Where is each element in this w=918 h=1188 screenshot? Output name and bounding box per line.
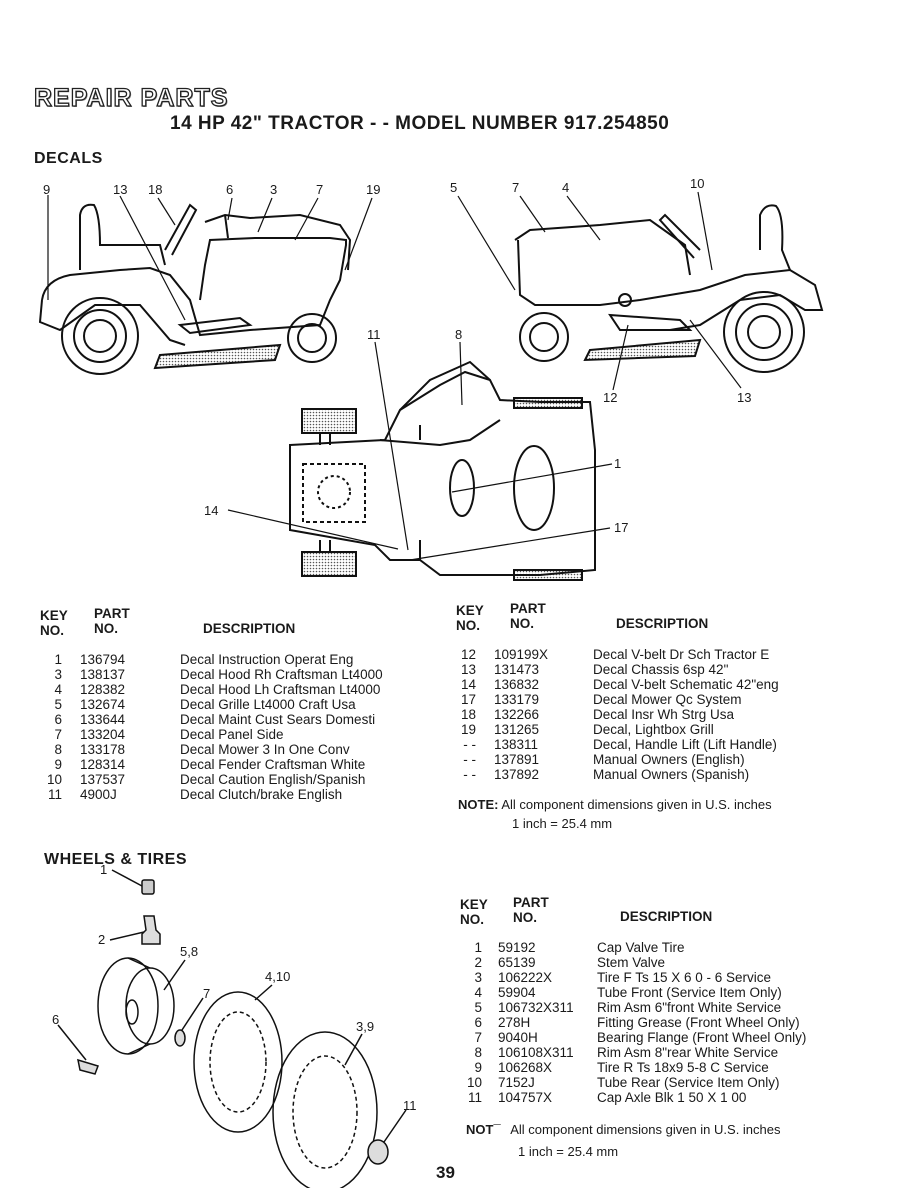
- callout-13: 13: [113, 182, 128, 197]
- tractor-left-view: [38, 203, 352, 375]
- note-label: NOT¯: [466, 1122, 501, 1137]
- decals-left-desc-header: DESCRIPTION: [203, 621, 296, 636]
- callout-3: 3: [270, 182, 278, 197]
- decals-heading: DECALS: [34, 150, 103, 167]
- tractor-right-view: [514, 204, 824, 373]
- callout-w5-8: 5,8: [180, 944, 199, 959]
- callout-10: 10: [690, 176, 705, 191]
- callout-w2: 2: [98, 932, 106, 947]
- note-text: All component dimensions given in U.S. i…: [510, 1122, 781, 1137]
- note-text: All component dimensions given in U.S. i…: [501, 797, 772, 812]
- callout-17: 17: [614, 520, 629, 535]
- wheels-note-conversion: 1 inch = 25.4 mm: [518, 1144, 619, 1159]
- callout-18: 18: [148, 182, 163, 197]
- callout-1: 1: [614, 456, 622, 471]
- decals-note-conversion: 1 inch = 25.4 mm: [512, 816, 613, 831]
- callout-4: 4: [562, 180, 570, 195]
- callout-19: 19: [366, 182, 381, 197]
- wheels-note: NOT¯ All component dimensions given in U…: [466, 1121, 781, 1139]
- callout-w1: 1: [100, 862, 108, 877]
- tractor-top-view: [289, 360, 596, 581]
- callout-w6: 6: [52, 1012, 60, 1027]
- callout-13b: 13: [737, 390, 752, 405]
- decals-note: NOTE: All component dimensions given in …: [458, 796, 772, 814]
- callout-w3-9: 3,9: [356, 1019, 375, 1034]
- callout-7: 7: [316, 182, 324, 197]
- callout-w7: 7: [203, 986, 211, 1001]
- callout-11: 11: [367, 327, 381, 342]
- callout-8: 8: [455, 327, 463, 342]
- note-label: NOTE:: [458, 797, 499, 812]
- callout-6: 6: [226, 182, 234, 197]
- wheels-heading: WHEELS & TIRES: [44, 851, 188, 868]
- decals-right-desc-header: DESCRIPTION: [616, 616, 709, 631]
- page-title: REPAIR PARTS: [33, 83, 229, 112]
- callout-w4-10: 4,10: [265, 969, 291, 984]
- callout-5: 5: [450, 180, 458, 195]
- page-subtitle: 14 HP 42" TRACTOR - - MODEL NUMBER 917.2…: [170, 113, 670, 134]
- callout-w11: 11: [403, 1098, 417, 1113]
- callout-12: 12: [603, 390, 618, 405]
- page-number: 39: [436, 1163, 455, 1182]
- callout-7b: 7: [512, 180, 520, 195]
- callout-9: 9: [43, 182, 51, 197]
- callout-14: 14: [204, 503, 219, 518]
- wheels-desc-header: DESCRIPTION: [620, 909, 713, 924]
